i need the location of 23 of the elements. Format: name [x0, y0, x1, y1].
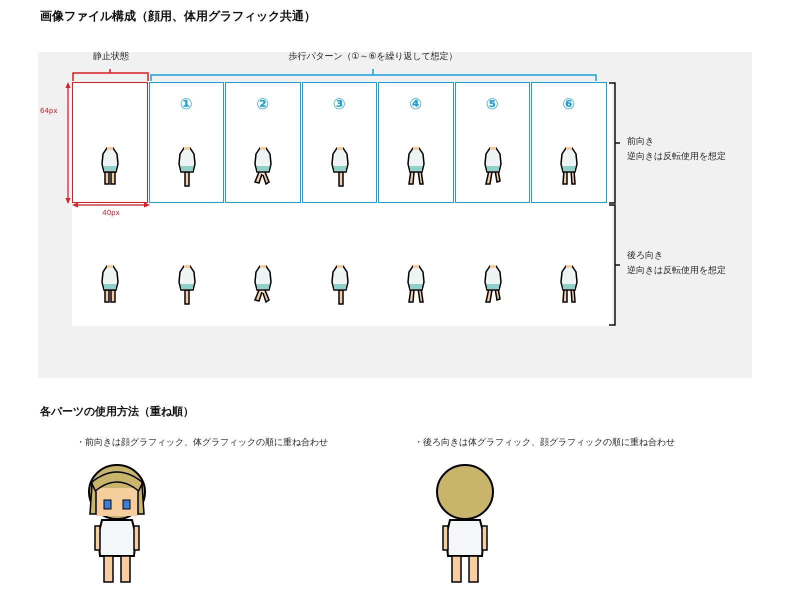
sprite-frame: [72, 82, 148, 203]
usage-note: ・前向きは顔グラフィック、体グラフィックの順に重ね合わせ: [76, 438, 328, 449]
frame-group-label: 歩行パターン（①～⑥を繰り返して想定）: [287, 52, 459, 63]
row-note: 逆向きは反転使用を想定: [627, 266, 726, 277]
frame-group-label: 静止状態: [92, 52, 130, 63]
frame-number: ③: [332, 95, 347, 113]
sprite-frame: [531, 82, 606, 203]
sprite-frame: [454, 82, 530, 203]
sprite-frame: [225, 82, 300, 203]
frame-number: ⑥: [561, 95, 576, 113]
title: 画像ファイル構成（顔用、体用グラフィック共通）: [40, 9, 316, 24]
sprite-frame: [302, 82, 377, 203]
usage-note: ・後ろ向きは体グラフィック、顔グラフィックの順に重ね合わせ: [414, 438, 675, 449]
row-label: 後ろ向き: [627, 251, 663, 262]
sprite-frame: [378, 82, 454, 203]
frame-number: ①: [178, 95, 194, 113]
sprite-frame: [148, 82, 224, 203]
row-label: 前向き: [627, 137, 654, 148]
row-note: 逆向きは反転使用を想定: [627, 152, 726, 163]
frame-number: ⑤: [484, 95, 500, 113]
frame-number: ④: [408, 95, 424, 113]
section-heading: 各パーツの使用方法（重ね順）: [40, 405, 194, 418]
frame-number: ②: [255, 95, 270, 113]
